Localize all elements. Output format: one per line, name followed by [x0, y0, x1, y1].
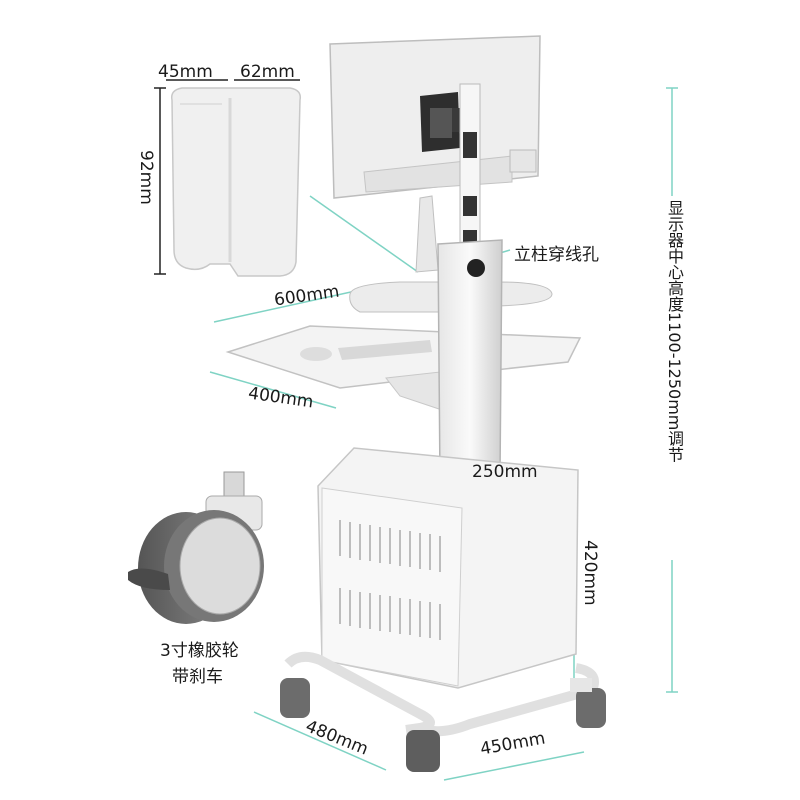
- wheel-label-line2: 带刹车: [172, 667, 223, 687]
- holder-dim-lines: [154, 79, 300, 275]
- caster-detail: [128, 471, 264, 624]
- monitor-pole: [459, 83, 481, 245]
- cabinet-height-label: 420mm: [580, 540, 600, 606]
- wheel-label-line1: 3寸橡胶轮: [160, 641, 239, 661]
- column-width-label: 250mm: [472, 462, 538, 482]
- cable-hole-label: 立柱穿线孔: [514, 245, 599, 265]
- monitor-height-label: 显示器中心高度1100-1250mm调节: [665, 200, 684, 463]
- holder-width-b-label: 62mm: [240, 62, 295, 82]
- holder-width-a-label: 45mm: [158, 62, 213, 82]
- upper-shelf: [349, 195, 553, 313]
- caster-wheels: [280, 678, 606, 772]
- main-column: [437, 239, 503, 481]
- leader-lines: [209, 87, 678, 781]
- cup-holder: [170, 87, 302, 277]
- holder-height-label: 92mm: [136, 150, 156, 205]
- cabinet: [317, 447, 579, 689]
